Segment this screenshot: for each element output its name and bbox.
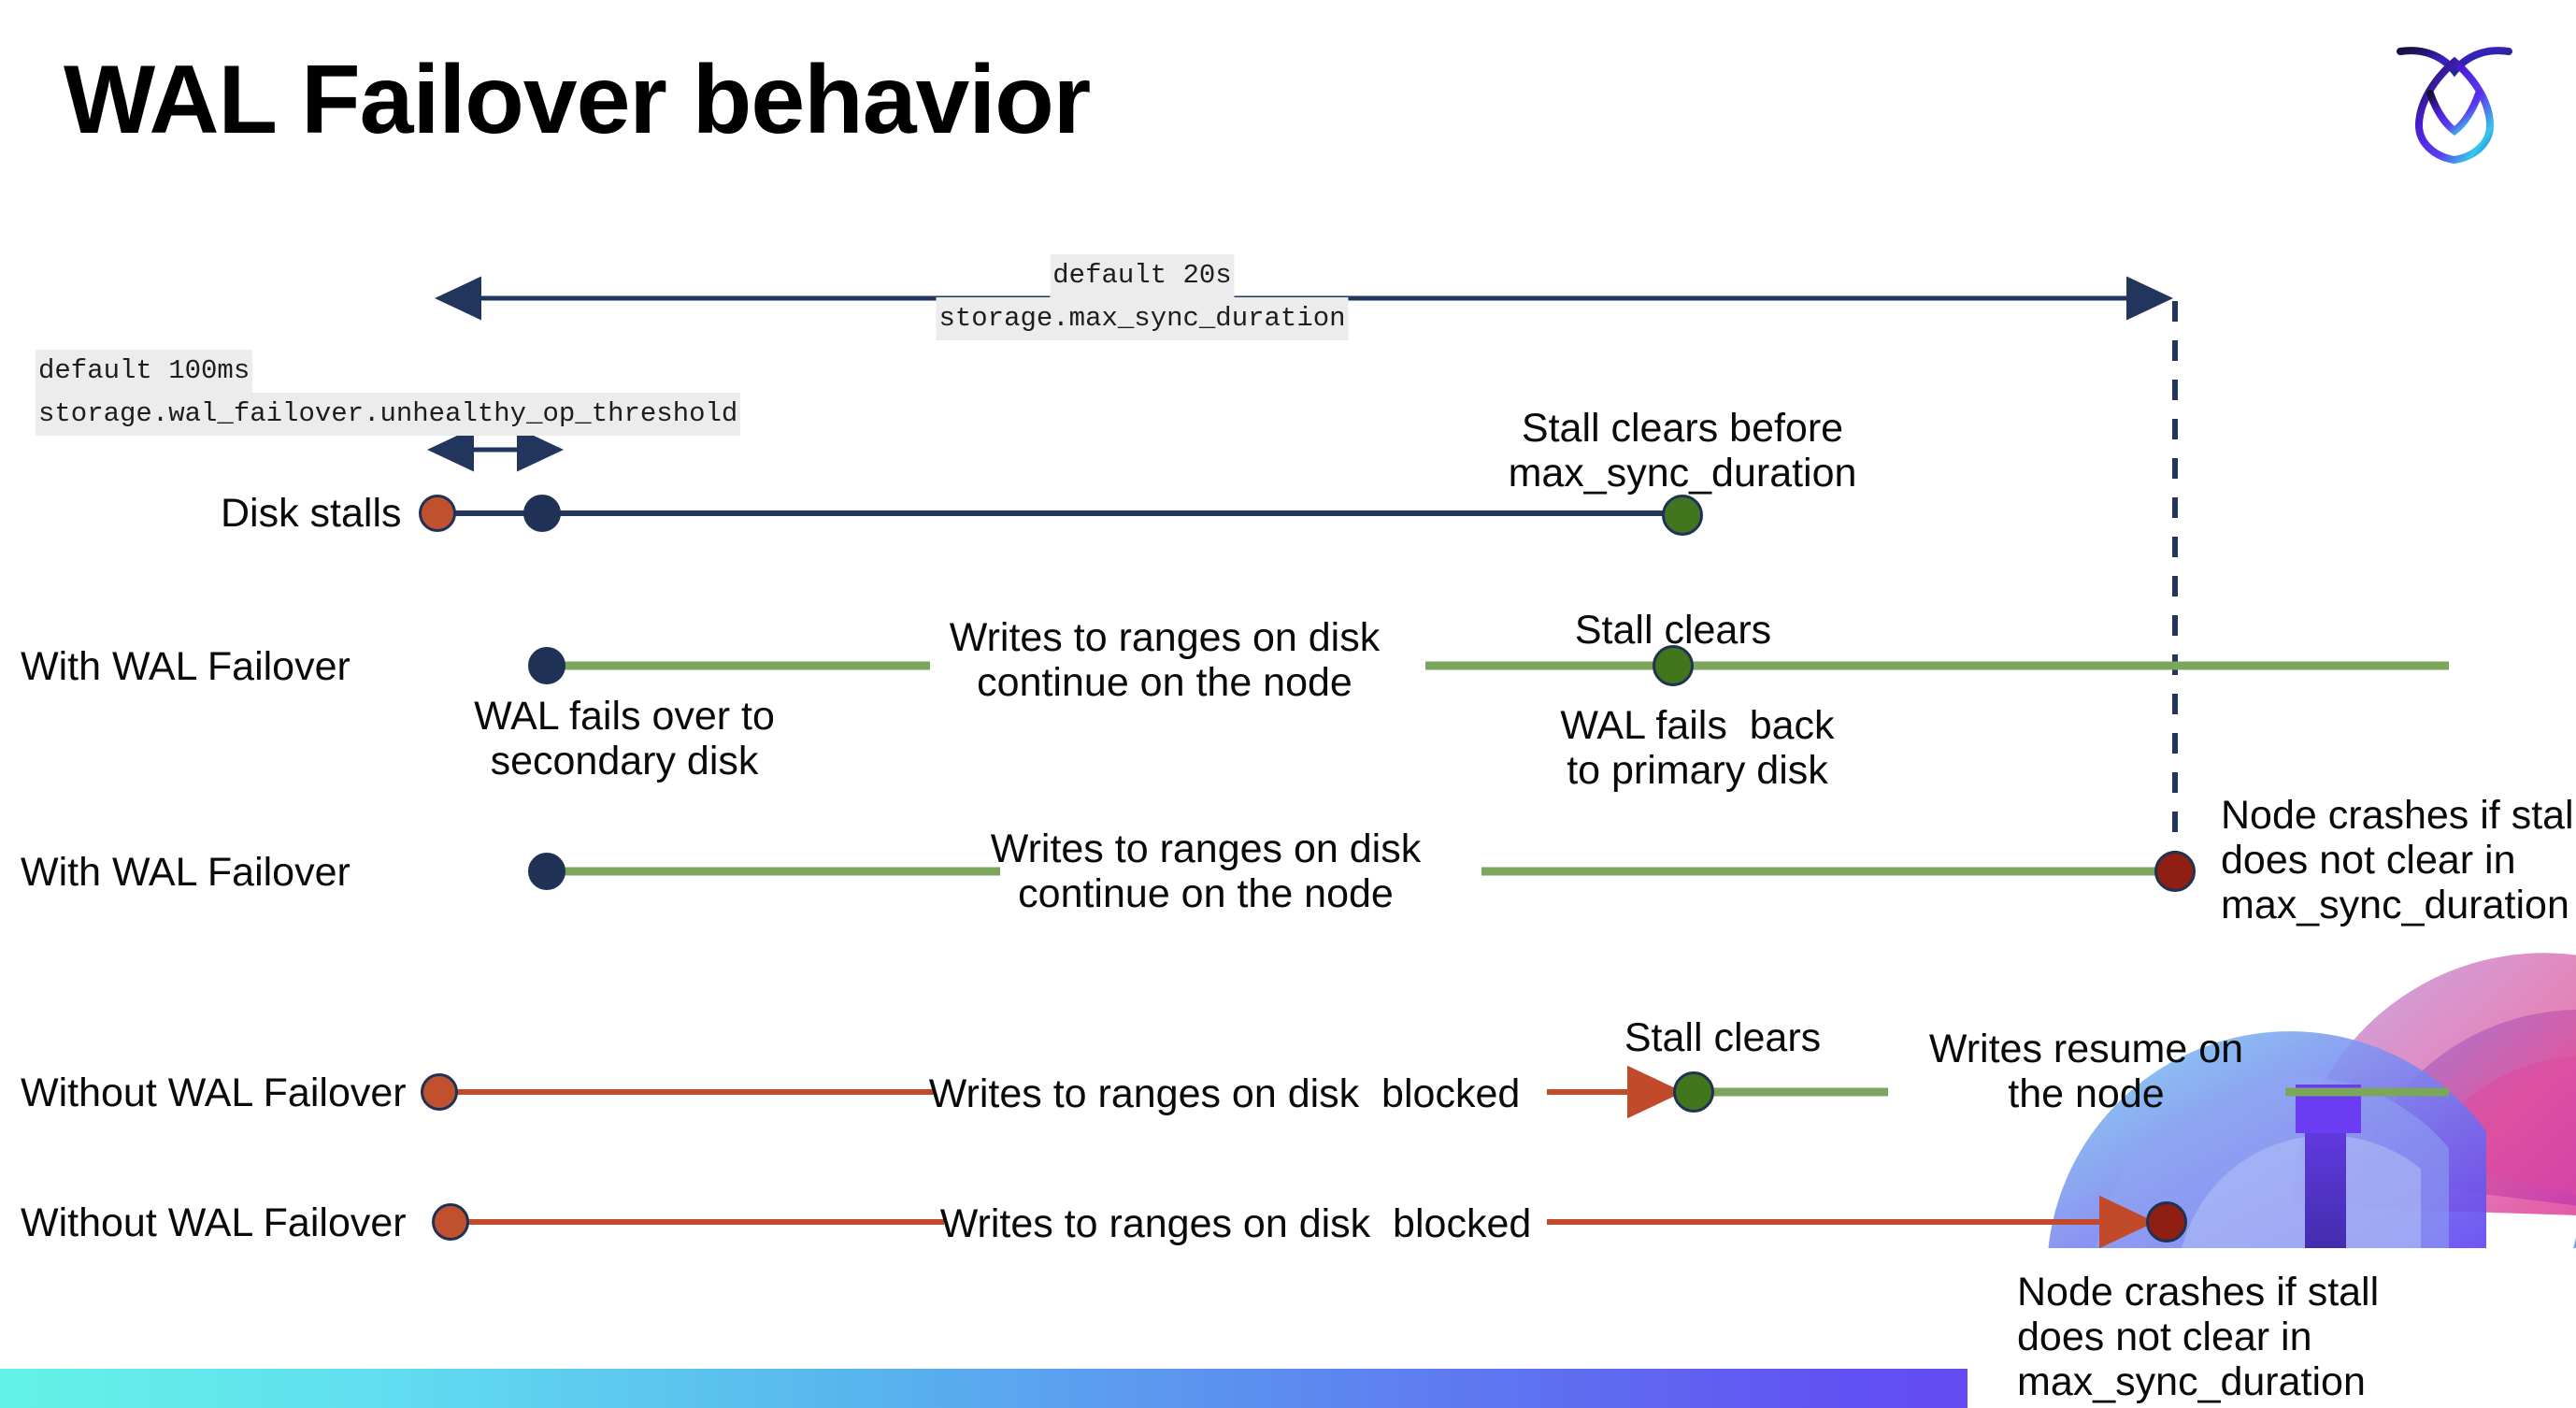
callout-node-crashes-row5: Node crashes if stall does not clear in … [2017, 1270, 2380, 1404]
callout-wal-fails-over: WAL fails over to secondary disk [474, 694, 775, 783]
dot-failover-start-row3 [528, 853, 565, 890]
callout-plate [1968, 1248, 2576, 1408]
annotation-max-sync-duration: default 20s storage.max_sync_duration [936, 254, 1349, 340]
annotation-max-sync-setting: storage.max_sync_duration [936, 297, 1349, 340]
annotation-unhealthy-op-threshold: default 100ms storage.wal_failover.unhea… [36, 350, 741, 436]
callout-writes-resume: Writes resume on the node [1928, 1027, 2244, 1116]
dot-stall-start-disk [419, 495, 456, 532]
callout-writes-blocked-row4: Writes to ranges on disk blocked [928, 1071, 1521, 1116]
row-label-without-wal-failover-2: Without WAL Failover [21, 1200, 407, 1245]
annotation-max-sync-default: default 20s [1050, 254, 1235, 297]
dot-stall-start-row4 [421, 1073, 458, 1111]
callout-writes-blocked-row5: Writes to ranges on disk blocked [939, 1201, 1532, 1246]
row-label-with-wal-failover-1: With WAL Failover [21, 644, 351, 689]
page-title: WAL Failover behavior [64, 46, 1091, 154]
dot-failover-trigger-disk [523, 495, 561, 532]
dot-stall-start-row5 [432, 1203, 469, 1241]
dot-stall-clears-row4 [1673, 1071, 1714, 1113]
row-label-disk-stalls: Disk stalls [221, 491, 402, 536]
callout-stall-clears-row2: Stall clears [1574, 608, 1772, 653]
dot-failover-start-row2 [528, 647, 565, 684]
row-label-without-wal-failover-1: Without WAL Failover [21, 1070, 407, 1115]
dot-node-crash-row3 [2154, 851, 2196, 892]
dot-stall-clears-disk [1662, 495, 1703, 536]
callout-stall-clears-before-max-sync: Stall clears before max_sync_duration [1508, 406, 1857, 496]
callout-node-crashes-row3: Node crashes if stall does not clear in … [2221, 793, 2576, 927]
cockroachdb-logo-icon [2397, 47, 2512, 164]
row-label-with-wal-failover-2: With WAL Failover [21, 850, 351, 895]
dot-stall-clears-row2 [1653, 645, 1694, 686]
annotation-unhealthy-setting: storage.wal_failover.unhealthy_op_thresh… [36, 393, 741, 436]
callout-stall-clears-row4: Stall clears [1624, 1015, 1822, 1060]
callout-writes-continue-row3: Writes to ranges on disk continue on the… [990, 826, 1422, 916]
callout-wal-fails-back: WAL fails back to primary disk [1560, 703, 1835, 793]
dot-node-crash-row5 [2146, 1201, 2187, 1243]
annotation-unhealthy-default: default 100ms [36, 350, 253, 393]
callout-writes-continue-row2: Writes to ranges on disk continue on the… [949, 615, 1381, 705]
